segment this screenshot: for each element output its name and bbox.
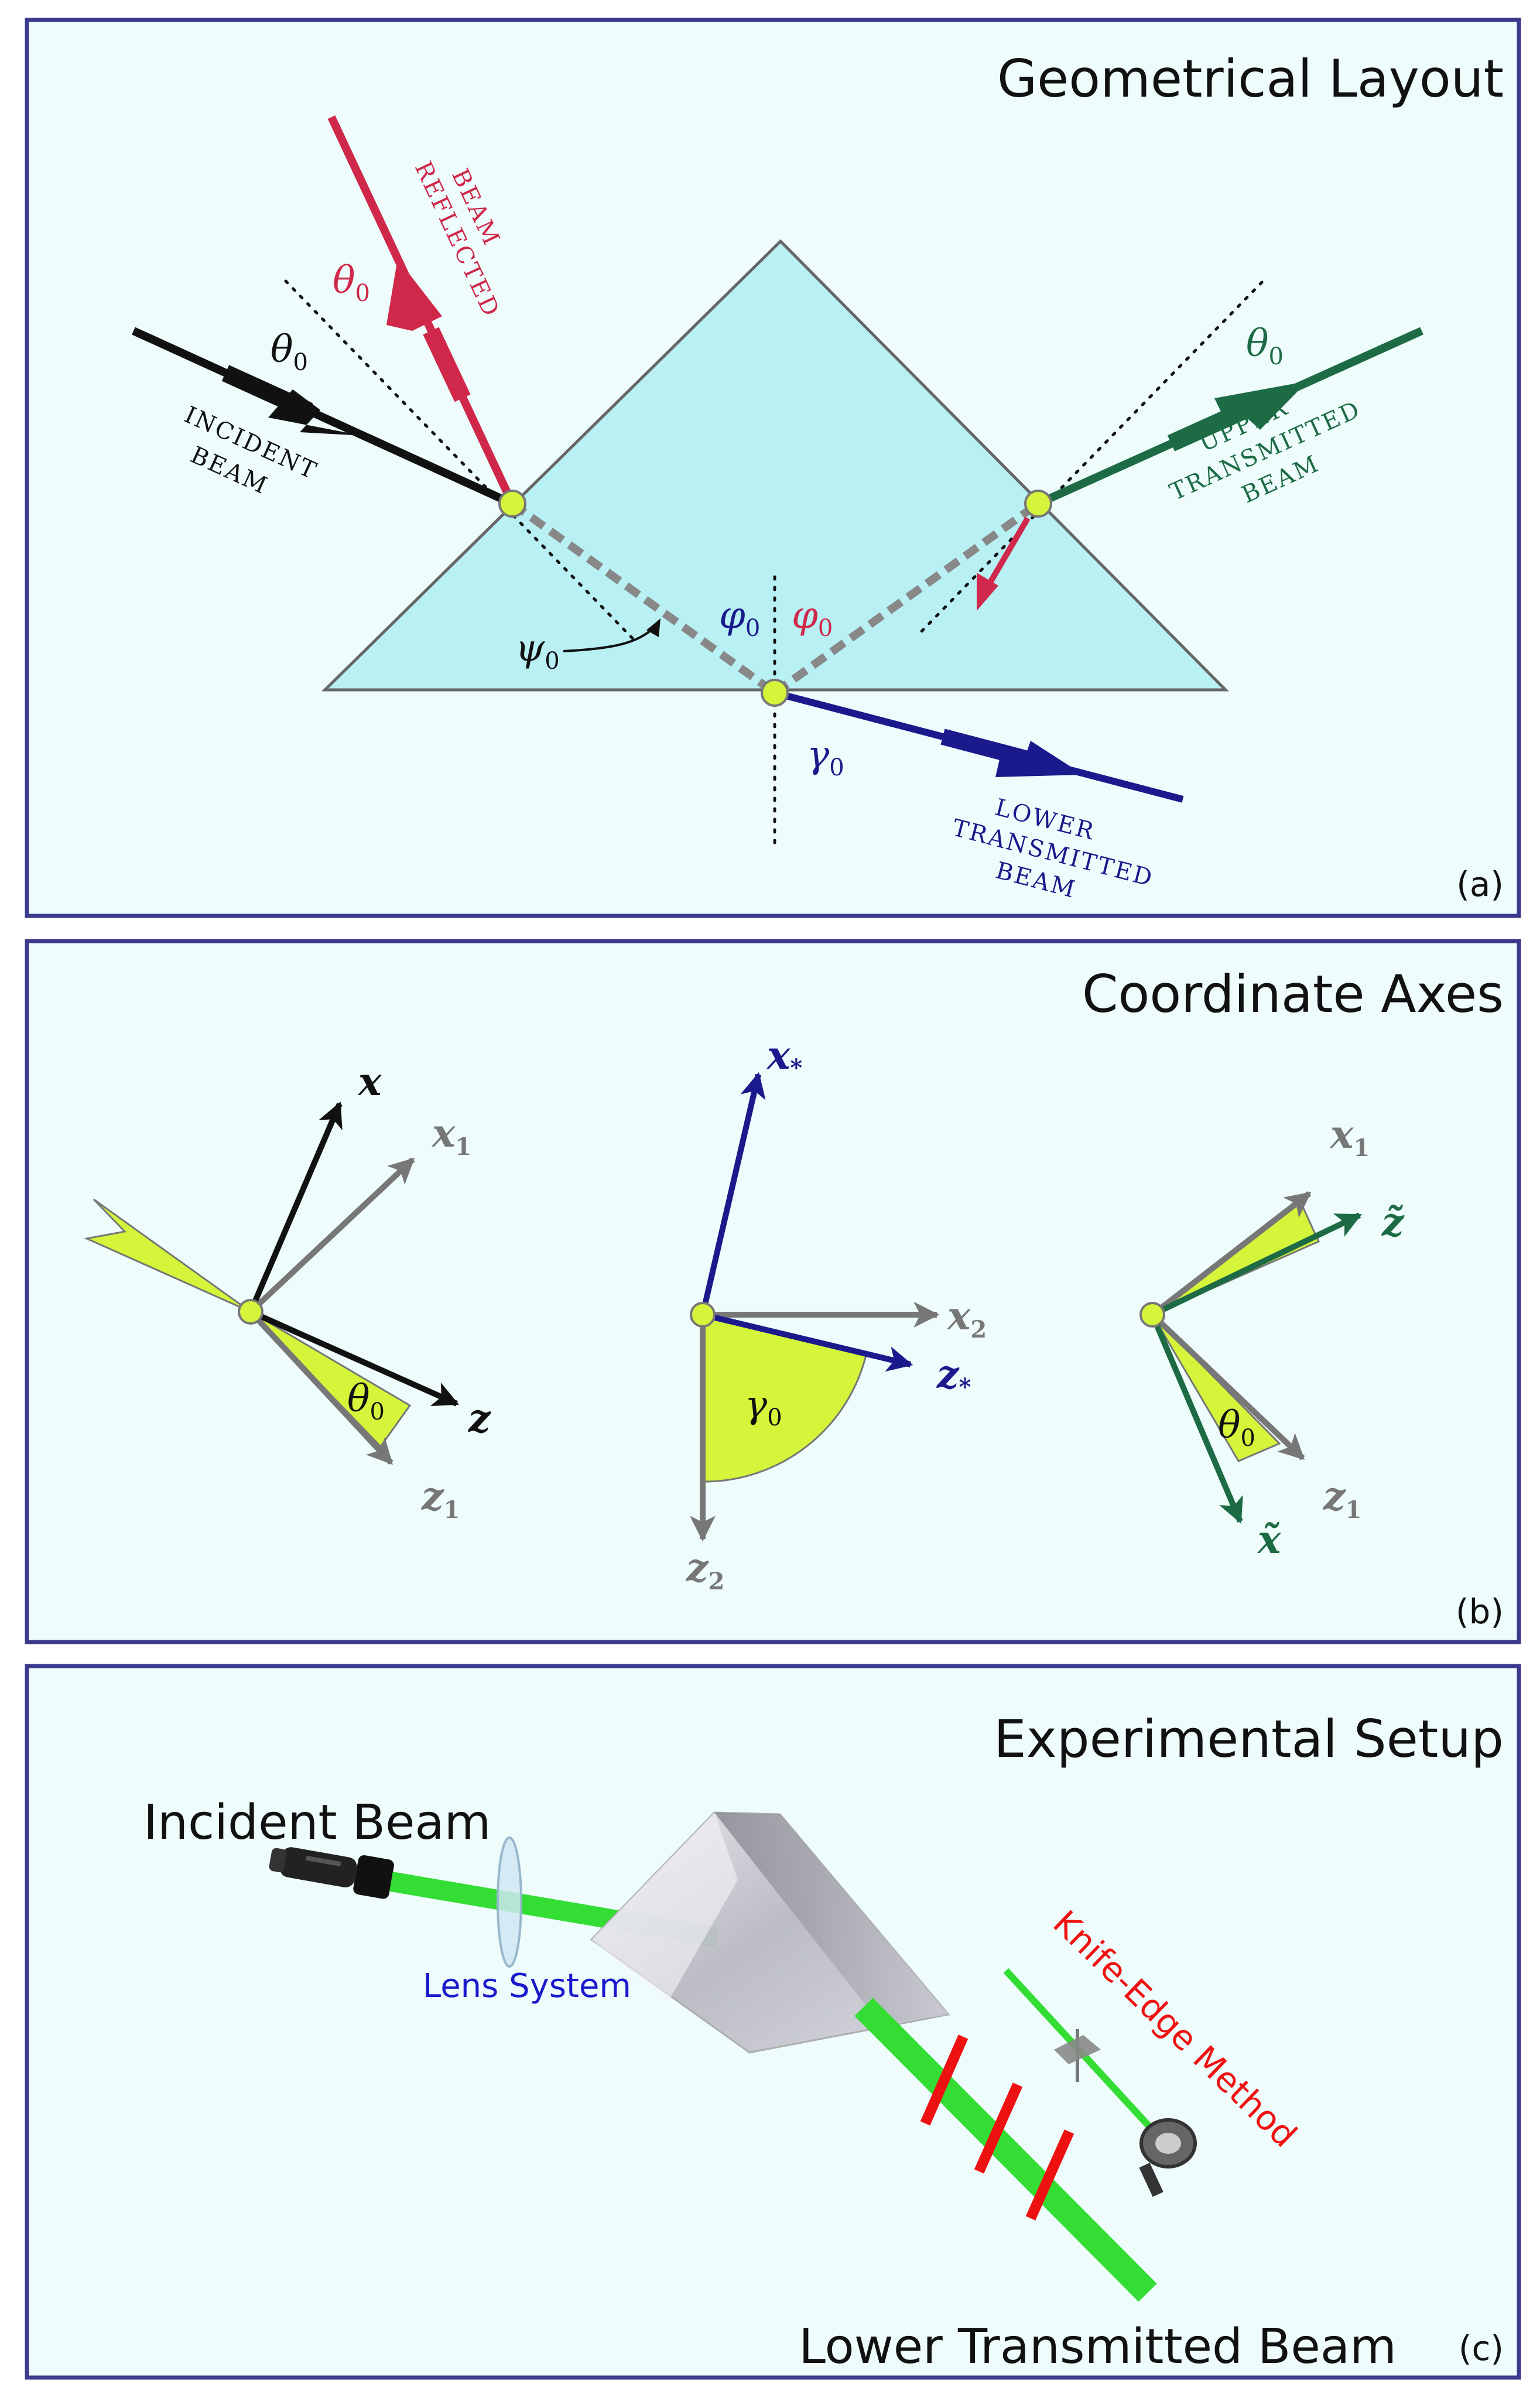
axis-x bbox=[248, 1101, 343, 1313]
theta0-reflected: θ0 bbox=[333, 259, 370, 307]
phi0-left: φ0 bbox=[719, 594, 760, 642]
svg-text:θ0: θ0 bbox=[333, 259, 370, 307]
lower-exit-point bbox=[761, 679, 789, 707]
slits bbox=[920, 2034, 1074, 2221]
label-x2: x2 bbox=[946, 1293, 987, 1343]
axis-zstar bbox=[701, 1312, 913, 1372]
gamma0-label: γ0 bbox=[807, 733, 844, 781]
label-lens-system: Lens System bbox=[423, 1967, 631, 2005]
svg-text:ψ0: ψ0 bbox=[515, 627, 560, 675]
upper-transmitted-beam bbox=[1036, 327, 1423, 508]
theta0-b1: θ0 bbox=[347, 1377, 385, 1425]
internal-beam-right bbox=[772, 500, 1041, 696]
panel-b-title: Coordinate Axes bbox=[1082, 964, 1504, 1024]
lower-arrowhead bbox=[995, 741, 1083, 777]
panel-a: Geometrical Layout (a) bbox=[25, 18, 1521, 918]
label-xtilde: x̃ bbox=[1257, 1517, 1281, 1562]
svg-text:θ0: θ0 bbox=[271, 328, 308, 376]
axis-xstar bbox=[700, 1072, 766, 1316]
panel-c-tag: (c) bbox=[1459, 2328, 1504, 2368]
internal-reflection-arrow bbox=[977, 517, 1031, 611]
svg-text:φ0: φ0 bbox=[792, 594, 833, 642]
lens bbox=[497, 1836, 522, 1968]
panel-a-title: Geometrical Layout bbox=[997, 49, 1504, 109]
svg-text:φ0: φ0 bbox=[719, 594, 760, 642]
panel-b-tag: (b) bbox=[1456, 1592, 1504, 1632]
label-z: z bbox=[468, 1396, 491, 1441]
psi0-label: ψ0 bbox=[515, 618, 661, 675]
label-x1: x1 bbox=[431, 1110, 471, 1161]
laser-lower bbox=[854, 1998, 1157, 2302]
theta0-b3: θ0 bbox=[1218, 1404, 1255, 1452]
phi0-right: φ0 bbox=[792, 594, 833, 642]
label-x1-b: x1 bbox=[1329, 1111, 1370, 1162]
incident-beam bbox=[132, 327, 514, 508]
panel-c: Experimental Setup (c) bbox=[25, 1664, 1521, 2380]
label-lower-transmitted: Lower Transmitted Beam bbox=[799, 2319, 1397, 2375]
incident-arrowhead bbox=[268, 389, 363, 436]
label-ztilde: z̃ bbox=[1381, 1199, 1405, 1245]
axes-group-2: x* x2 z* z2 γ0 bbox=[686, 1032, 987, 1595]
slit-2 bbox=[974, 2082, 1023, 2174]
slit-3 bbox=[1025, 2129, 1074, 2221]
axis-z bbox=[249, 1309, 460, 1407]
label-x: x bbox=[357, 1059, 382, 1104]
knife-edge-blade bbox=[1054, 2029, 1101, 2082]
axis-x1 bbox=[248, 1157, 415, 1314]
axes-group-1: x x1 z z1 θ0 bbox=[83, 1059, 491, 1524]
reflected-beam bbox=[327, 115, 516, 505]
upper-arrowhead bbox=[1214, 381, 1308, 430]
axis-z1 bbox=[248, 1309, 393, 1465]
entry-point bbox=[498, 490, 526, 518]
glass-prism bbox=[590, 1811, 950, 2054]
psi-pointer bbox=[563, 625, 656, 652]
upper-exit-point bbox=[1024, 490, 1052, 518]
label-z1: z1 bbox=[421, 1473, 460, 1524]
theta0-upper: θ0 bbox=[1246, 322, 1284, 370]
axis-z1-b bbox=[1150, 1312, 1305, 1461]
panel-c-title: Experimental Setup bbox=[994, 1709, 1504, 1769]
origin-1 bbox=[238, 1299, 263, 1325]
label-z2: z2 bbox=[686, 1545, 724, 1595]
internal-beam-left bbox=[509, 500, 778, 696]
origin-3 bbox=[1139, 1302, 1165, 1328]
normal-right bbox=[918, 281, 1264, 635]
gamma0-b: γ0 bbox=[745, 1383, 782, 1431]
normal-left bbox=[284, 279, 637, 643]
wedge-gamma bbox=[701, 1314, 868, 1483]
lower-transmitted-beam bbox=[774, 689, 1184, 803]
axis-xtilde bbox=[1149, 1314, 1243, 1524]
axis-x1-b bbox=[1150, 1191, 1312, 1317]
panel-a-tag: (a) bbox=[1456, 864, 1504, 904]
svg-text:γ0: γ0 bbox=[807, 733, 844, 781]
svg-text:θ0: θ0 bbox=[1246, 322, 1284, 370]
label-xstar: x* bbox=[766, 1032, 802, 1082]
axes-group-3: x1 z̃ z1 x̃ θ0 bbox=[1139, 1111, 1405, 1562]
label-incident-beam: Incident Beam bbox=[143, 1795, 491, 1851]
axis-ztilde bbox=[1151, 1212, 1362, 1318]
slit-1 bbox=[920, 2034, 969, 2126]
reflected-arrowhead bbox=[386, 259, 442, 331]
label-z1-b: z1 bbox=[1323, 1473, 1361, 1524]
theta0-incident: θ0 bbox=[271, 328, 308, 376]
photo-detector bbox=[1139, 2118, 1197, 2197]
panel-b: Coordinate Axes (b) x x1 z z1 θ0 x* bbox=[25, 939, 1521, 1644]
label-zstar: z* bbox=[936, 1352, 971, 1401]
origin-2 bbox=[690, 1302, 716, 1328]
laser-source bbox=[269, 1847, 394, 1899]
wedge-left bbox=[83, 1198, 251, 1313]
